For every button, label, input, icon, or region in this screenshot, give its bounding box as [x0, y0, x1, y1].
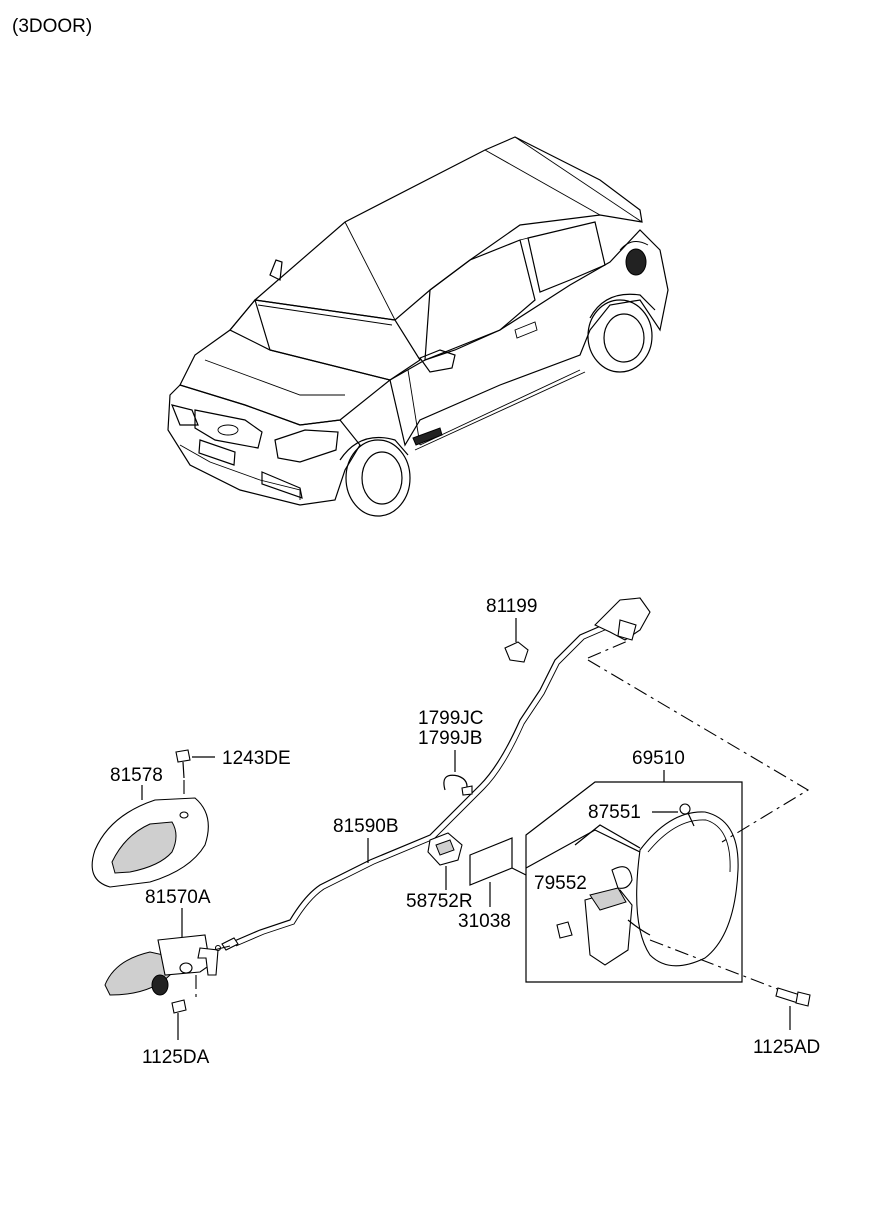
- bolt-1125ad: [775, 987, 811, 1030]
- car-illustration: [167, 136, 669, 517]
- cable-81590b: [221, 597, 651, 951]
- label-69510: 69510: [632, 748, 685, 769]
- bumper-87551: [652, 803, 695, 827]
- label-81578: 81578: [110, 765, 163, 786]
- label-81199: 81199: [486, 596, 537, 617]
- assembly-box-69510: [511, 781, 743, 983]
- label-1243de: 1243DE: [222, 748, 291, 769]
- bezel-81578: [91, 797, 209, 888]
- label-81590b: 81590B: [333, 816, 399, 837]
- label-1125da: 1125DA: [142, 1047, 210, 1068]
- screw-1125da: [171, 999, 187, 1040]
- routing-lines: [213, 639, 810, 991]
- variant-label: (3DOOR): [12, 16, 92, 37]
- clip-81199: [504, 618, 529, 663]
- fuel-door-69510: [525, 811, 739, 967]
- opener-81570a: [104, 934, 222, 998]
- clip-1799j: [443, 750, 473, 796]
- label-1125ad: 1125AD: [753, 1037, 820, 1058]
- hinge-79552: [556, 866, 651, 966]
- label-plate-31038: [469, 837, 513, 907]
- label-1799jb: 1799JB: [418, 728, 482, 749]
- label-1799jc: 1799JC: [418, 708, 484, 729]
- label-58752r: 58752R: [406, 891, 473, 912]
- label-31038: 31038: [458, 911, 511, 932]
- label-87551: 87551: [588, 802, 641, 823]
- label-81570a: 81570A: [145, 887, 211, 908]
- label-79552: 79552: [534, 873, 587, 894]
- retainer-58752r: [427, 832, 463, 890]
